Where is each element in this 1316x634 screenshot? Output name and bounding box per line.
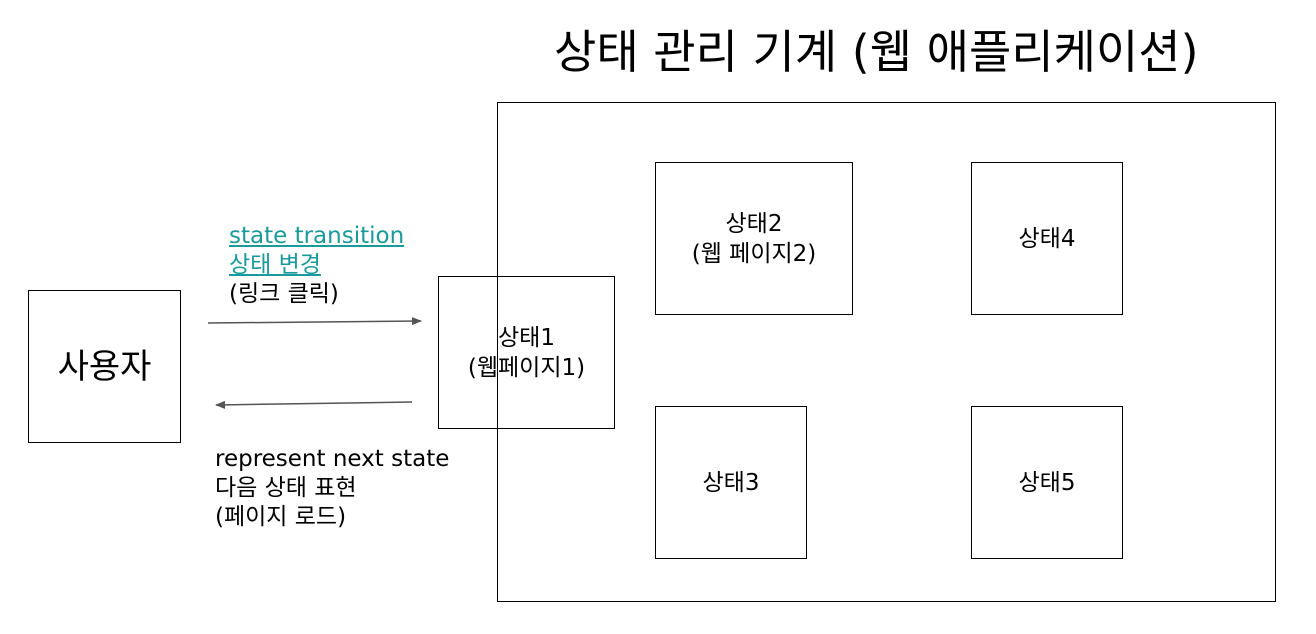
state-box-4: 상태4	[971, 162, 1123, 315]
transition-link-en[interactable]: state transition	[229, 223, 405, 249]
state-machine-container	[497, 102, 1276, 602]
state-2-page: (웹 페이지2)	[691, 240, 817, 267]
arrow-user-to-state1	[207, 317, 422, 326]
transition-link-ko[interactable]: 상태 변경	[229, 252, 321, 278]
arrow-state1-to-user	[215, 400, 413, 409]
transition-label: state transition 상태 변경 (링크 클릭)	[229, 222, 404, 309]
state-box-3: 상태3	[655, 406, 807, 559]
state-3-name: 상태3	[702, 469, 760, 496]
diagram-title: 상태 관리 기계 (웹 애플리케이션)	[554, 25, 1199, 79]
represent-en: represent next state	[215, 446, 450, 472]
state-1-page: (웹페이지1)	[467, 354, 586, 381]
user-label: 사용자	[57, 346, 152, 387]
represent-note: (페이지 로드)	[215, 504, 347, 530]
state-box-5: 상태5	[971, 406, 1123, 559]
state-4-name: 상태4	[1018, 225, 1076, 252]
state-2-name: 상태2	[725, 210, 783, 237]
state-5-name: 상태5	[1018, 469, 1076, 496]
user-box: 사용자	[28, 290, 181, 443]
state-box-1: 상태1 (웹페이지1)	[438, 276, 615, 429]
state-box-2: 상태2 (웹 페이지2)	[655, 162, 853, 315]
represent-label: represent next state 다음 상태 표현 (페이지 로드)	[215, 445, 449, 532]
transition-note: (링크 클릭)	[229, 281, 339, 307]
state-1-name: 상태1	[498, 324, 555, 351]
represent-ko: 다음 상태 표현	[215, 475, 357, 501]
